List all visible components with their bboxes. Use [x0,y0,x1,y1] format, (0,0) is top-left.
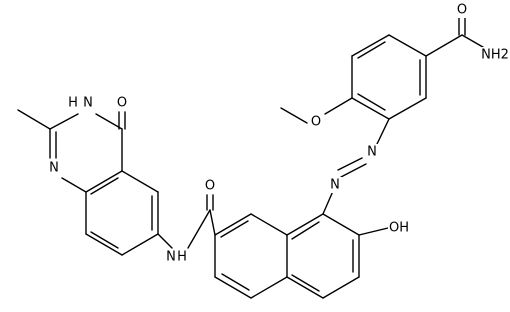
bond-double-inner [220,220,249,238]
bond [187,209,211,249]
bond [388,97,427,120]
bond [250,276,288,299]
atom-label-quinazolinone-o: O [117,96,127,111]
bond [280,107,308,124]
bond [322,190,334,215]
bond [250,213,288,236]
bond-double [337,157,363,171]
atom-labels: O NH2 O N N OH O N H O N H N [47,2,509,265]
atom-label-hydroxyl: OH [389,221,409,236]
atom-label-amide-carbonyl-o: O [457,3,467,18]
atom-label-quinazolinone-n3: N [83,96,93,111]
bond-double-inner [90,177,119,195]
bond [286,213,324,236]
bond-double-inner [291,221,320,240]
bond [351,97,390,120]
atom-label-amide-nh2: NH2 [481,48,509,63]
atom-label-quinazolinone-h3: H [68,96,78,111]
bond-double-inner [221,273,250,291]
atom-label-azo-n-lower: N [330,178,340,193]
bond [209,209,216,236]
atom-label-methoxy-o: O [311,115,321,130]
bond-double-inner [291,274,320,292]
bond [388,34,427,57]
bond-double-inner [357,93,386,111]
bond [376,118,390,145]
bond-lines [17,9,489,299]
bond-double [340,163,367,178]
bond [121,170,159,193]
bond [425,34,463,57]
bond [324,97,353,115]
bond [214,213,252,236]
atom-label-azo-n-upper: N [367,145,377,160]
bond [358,227,389,236]
bond [214,276,252,299]
atom-label-carboxamide-h: H [177,250,187,265]
bond-double-inner [357,41,386,59]
bond [61,177,87,193]
bond [85,170,123,193]
bond [157,233,173,249]
bond [17,109,51,130]
bond [322,276,360,299]
bond [322,213,360,236]
bond [286,276,324,299]
bond [95,113,123,130]
atom-label-carboxamide-n: N [166,250,176,265]
bond [351,34,390,57]
bond [85,233,123,256]
bond-double-inner [90,231,119,249]
atom-label-carboxamide-o: O [205,179,215,194]
bond [49,113,79,130]
atom-label-quinazolinone-n1: N [49,161,59,176]
bond [121,233,159,256]
